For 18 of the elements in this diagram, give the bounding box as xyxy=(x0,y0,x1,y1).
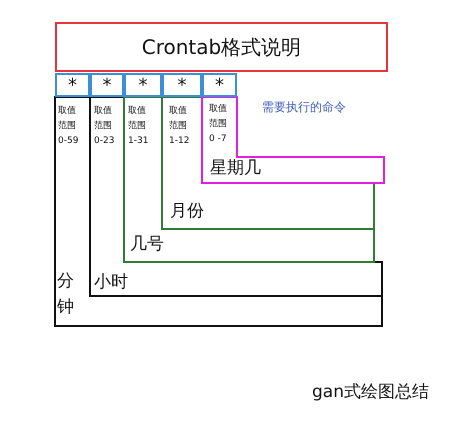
field-box: * xyxy=(162,73,202,97)
field-label: 星期几 xyxy=(210,158,261,180)
field-box: * xyxy=(55,73,90,97)
range-text: 取值范围0-23 xyxy=(94,104,116,148)
field-box: * xyxy=(124,73,162,97)
field-label: 月份 xyxy=(170,201,204,222)
range-text: 取值范围1-12 xyxy=(169,104,190,148)
range-text: 取值范围1-31 xyxy=(128,104,150,148)
range-text: 取值范围0-59 xyxy=(58,104,80,148)
note-text: 需要执行的命令 xyxy=(262,100,346,115)
field-label: 小时 xyxy=(94,272,128,294)
field-box: * xyxy=(90,73,124,97)
field-label: 分钟 xyxy=(57,270,75,319)
range-text: 取值范围0 -7 xyxy=(209,102,228,146)
title-text: Crontab格式说明 xyxy=(142,34,302,60)
signature-text: gan式绘图总结 xyxy=(312,382,429,404)
field-label: 几号 xyxy=(130,234,164,256)
field-box: * xyxy=(202,73,237,97)
